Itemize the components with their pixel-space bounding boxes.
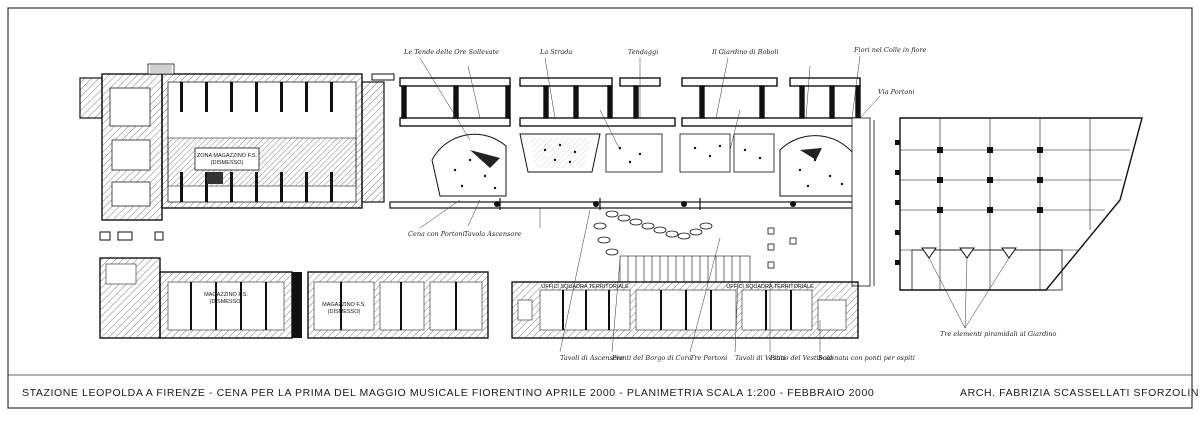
column-marker [593, 201, 599, 207]
pyramid-elements [921, 247, 1017, 259]
pyramid-leader-lines [928, 257, 1010, 329]
bottom-left-piers [190, 282, 457, 330]
left-upper-building [79, 63, 385, 221]
annotation-top-1: Le Tende delle Ore Sollevate [403, 48, 499, 56]
drawing-author: ARCH. FABRIZIA SCASSELLATI SFORZOLINI [960, 387, 1200, 399]
stage-areas [431, 133, 859, 197]
room-label-magazzino-mid-sub: (DISMESSO) [328, 309, 361, 315]
annotation-bottom-6: Scalinata con ponti per ospiti [818, 354, 915, 362]
annotation-bottom-5: Piano del Vestibolo [769, 354, 833, 362]
outer-frame [7, 7, 1193, 409]
annotation-bottom-3: Tre Portoni [690, 354, 727, 362]
room-label-zona-magazzino: ZONA MAGAZZINO F.S. [197, 153, 258, 159]
annotation-left-1: Cena con Portoni [408, 230, 465, 238]
annotation-bottom-4: Tavoli di Vestiti [735, 354, 785, 362]
column-marker [681, 201, 687, 207]
right-column-elements [767, 117, 875, 287]
drawing-title: STAZIONE LEOPOLDA A FIRENZE - CENA PER L… [22, 387, 875, 399]
room-label-uffici-1: UFFICI SQUADRA TERRITORIALE [541, 284, 629, 290]
room-label-magazzino-left: MAGAZZINO F.S. [204, 292, 248, 298]
annotation-top-5: Fiori nel Colle in fiore [853, 46, 927, 54]
annotation-right-note: Tre elementi piramidali al Giardino [940, 330, 1057, 338]
central-lower-wall [389, 198, 861, 210]
bottom-left-building [99, 257, 489, 339]
dining-table-arc [593, 210, 713, 256]
right-garden-grid [899, 117, 1143, 291]
annotation-bottom-1: Tavoli di Ascensore [560, 354, 624, 362]
top-wall-segments [399, 77, 861, 127]
annotation-bottom-2: Pianti del Borgo di Coro [611, 354, 692, 362]
column-marker [494, 201, 500, 207]
annotation-top-2: La Strada [539, 48, 572, 56]
bottom-right-piers [562, 290, 792, 330]
annotation-top-3: Tendaggi [628, 48, 658, 56]
left-small-elements [99, 73, 395, 241]
leader-lines [419, 55, 881, 353]
annotation-top-6: Via Portoni [878, 88, 915, 96]
room-label-magazzino-left-sub: (DISMESSO) [210, 299, 243, 305]
grid-posts [895, 140, 1043, 265]
annotation-top-4: Il Giardino di Boboli [711, 48, 779, 56]
room-label-zona-magazzino-sub: (DISMESSO) [211, 160, 244, 166]
staircase [619, 255, 751, 283]
column-marker [790, 201, 796, 207]
annotation-left-2: Tavola Ascensore [464, 230, 521, 238]
room-label-magazzino-mid: MAGAZZINO F.S. [322, 302, 366, 308]
